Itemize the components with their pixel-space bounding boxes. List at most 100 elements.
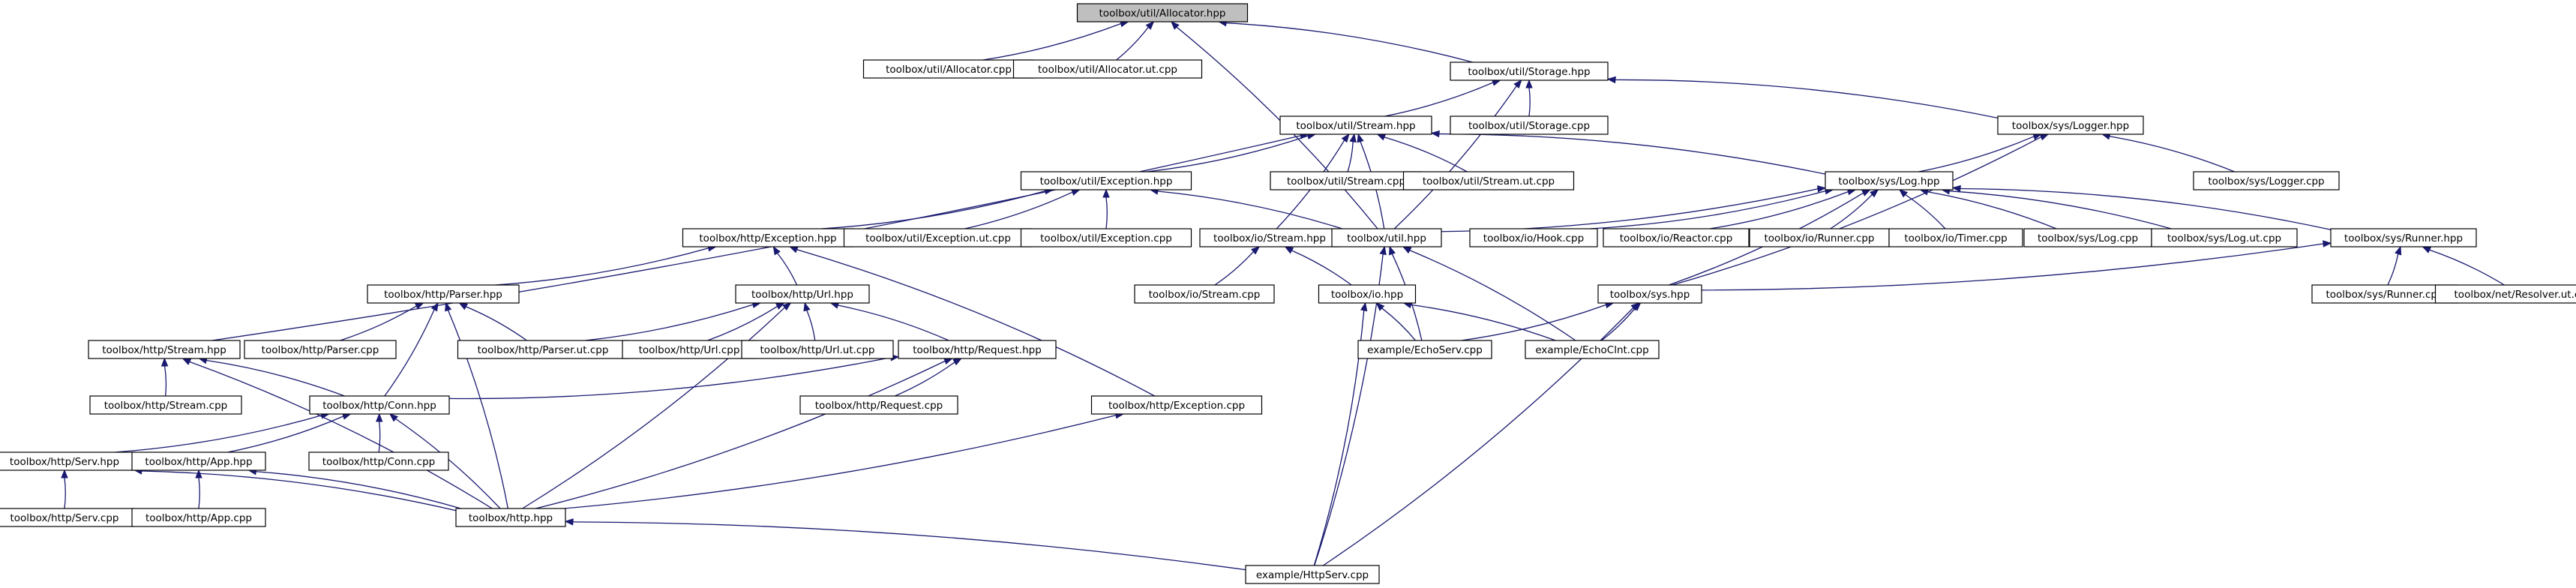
node-box[interactable] xyxy=(2151,228,2298,248)
node-io-stream-hpp[interactable]: toolbox/io/Stream.hpp xyxy=(1199,228,1340,248)
edge-line xyxy=(894,362,955,397)
node-sys-runner-cpp[interactable]: toolbox/sys/Runner.cpp xyxy=(2311,284,2458,304)
node-box[interactable] xyxy=(88,340,241,359)
node-box[interactable] xyxy=(1469,228,1598,248)
node-box[interactable] xyxy=(1603,228,1750,248)
node-util-hpp[interactable]: toolbox/util.hpp xyxy=(1331,228,1442,248)
node-http-stream-cpp[interactable]: toolbox/http/Stream.cpp xyxy=(89,395,242,415)
node-box[interactable] xyxy=(2434,284,2576,304)
node-request-hpp[interactable]: toolbox/http/Request.hpp xyxy=(898,340,1057,359)
node-box[interactable] xyxy=(1597,284,1702,304)
node-exc-hpp[interactable]: toolbox/util/Exception.hpp xyxy=(1020,171,1192,190)
node-box[interactable] xyxy=(1020,228,1192,248)
node-box[interactable] xyxy=(898,340,1057,359)
node-hook-cpp[interactable]: toolbox/io/Hook.cpp xyxy=(1469,228,1598,248)
node-box[interactable] xyxy=(1318,284,1417,304)
node-box[interactable] xyxy=(0,452,135,471)
node-parser-ut[interactable]: toolbox/http/Parser.ut.cpp xyxy=(457,340,629,359)
node-label: toolbox/http.hpp xyxy=(469,512,553,524)
node-box[interactable] xyxy=(1090,395,1263,415)
arrowhead-icon xyxy=(1102,188,1110,198)
node-box[interactable] xyxy=(862,59,1035,79)
node-box[interactable] xyxy=(1279,116,1432,135)
node-box[interactable] xyxy=(1749,228,1890,248)
node-echoserv[interactable]: example/EchoServ.cpp xyxy=(1357,340,1492,359)
node-alloc-cpp[interactable]: toolbox/util/Allocator.cpp xyxy=(862,59,1035,79)
node-parser-cpp[interactable]: toolbox/http/Parser.cpp xyxy=(244,340,397,359)
node-url-ut[interactable]: toolbox/http/Url.ut.cpp xyxy=(741,340,894,359)
node-reactor-cpp[interactable]: toolbox/io/Reactor.cpp xyxy=(1603,228,1750,248)
node-resolver-ut[interactable]: toolbox/net/Resolver.ut.cpp xyxy=(2434,284,2576,304)
node-http-hpp[interactable]: toolbox/http.hpp xyxy=(455,508,566,527)
node-box[interactable] xyxy=(244,340,397,359)
node-box[interactable] xyxy=(1450,116,1609,135)
node-box[interactable] xyxy=(1825,171,1954,190)
node-exc-ut[interactable]: toolbox/util/Exception.ut.cpp xyxy=(843,228,1033,248)
node-serv-hpp[interactable]: toolbox/http/Serv.hpp xyxy=(0,452,135,471)
edge-line xyxy=(1411,304,1556,341)
node-timer-cpp[interactable]: toolbox/io/Timer.cpp xyxy=(1888,228,2023,248)
node-box[interactable] xyxy=(1331,228,1442,248)
node-box[interactable] xyxy=(1012,59,1203,79)
node-box[interactable] xyxy=(735,284,870,304)
node-log-ut[interactable]: toolbox/sys/Log.ut.cpp xyxy=(2151,228,2298,248)
node-io-runner-cpp[interactable]: toolbox/io/Runner.cpp xyxy=(1749,228,1890,248)
node-box[interactable] xyxy=(1450,62,1609,81)
node-box[interactable] xyxy=(799,395,958,415)
node-url-cpp[interactable]: toolbox/http/Url.cpp xyxy=(622,340,757,359)
node-box[interactable] xyxy=(1357,340,1492,359)
node-box[interactable] xyxy=(1076,3,1249,22)
node-storage-cpp[interactable]: toolbox/util/Storage.cpp xyxy=(1450,116,1609,135)
node-log-cpp[interactable]: toolbox/sys/Log.cpp xyxy=(2023,228,2152,248)
edge-line xyxy=(2429,249,2505,286)
node-stream-ut[interactable]: toolbox/util/Stream.ut.cpp xyxy=(1402,171,1575,190)
node-app-hpp[interactable]: toolbox/http/App.hpp xyxy=(131,452,266,471)
node-conn-hpp[interactable]: toolbox/http/Conn.hpp xyxy=(309,395,450,415)
node-box[interactable] xyxy=(843,228,1033,248)
node-box[interactable] xyxy=(309,395,450,415)
node-box[interactable] xyxy=(1997,116,2144,135)
node-sys-hpp[interactable]: toolbox/sys.hpp xyxy=(1597,284,1702,304)
node-url-hpp[interactable]: toolbox/http/Url.hpp xyxy=(735,284,870,304)
node-box[interactable] xyxy=(1402,171,1575,190)
node-box[interactable] xyxy=(622,340,757,359)
node-box[interactable] xyxy=(367,284,520,304)
node-alloc-ut[interactable]: toolbox/util/Allocator.ut.cpp xyxy=(1012,59,1203,79)
node-io-stream-cpp[interactable]: toolbox/io/Stream.cpp xyxy=(1134,284,1275,304)
node-storage-hpp[interactable]: toolbox/util/Storage.hpp xyxy=(1450,62,1609,81)
node-httpserv[interactable]: example/HttpServ.cpp xyxy=(1245,565,1380,584)
node-parser-hpp[interactable]: toolbox/http/Parser.hpp xyxy=(367,284,520,304)
node-box[interactable] xyxy=(131,452,266,471)
node-stream-hpp[interactable]: toolbox/util/Stream.hpp xyxy=(1279,116,1432,135)
node-exc-cpp[interactable]: toolbox/util/Exception.cpp xyxy=(1020,228,1192,248)
node-http-exc-cpp[interactable]: toolbox/http/Exception.cpp xyxy=(1090,395,1263,415)
node-label: toolbox/http/Parser.ut.cpp xyxy=(478,344,609,356)
node-box[interactable] xyxy=(2311,284,2458,304)
node-conn-cpp[interactable]: toolbox/http/Conn.cpp xyxy=(308,452,449,471)
node-echoclnt[interactable]: example/EchoClnt.cpp xyxy=(1525,340,1660,359)
node-box[interactable] xyxy=(1888,228,2023,248)
node-box[interactable] xyxy=(308,452,449,471)
node-serv-cpp[interactable]: toolbox/http/Serv.cpp xyxy=(0,508,135,527)
node-logger-cpp[interactable]: toolbox/sys/Logger.cpp xyxy=(2193,171,2340,190)
node-box[interactable] xyxy=(2193,171,2340,190)
node-box[interactable] xyxy=(741,340,894,359)
node-logger-hpp[interactable]: toolbox/sys/Logger.hpp xyxy=(1997,116,2144,135)
node-request-cpp[interactable]: toolbox/http/Request.cpp xyxy=(799,395,958,415)
node-io-hpp[interactable]: toolbox/io.hpp xyxy=(1318,284,1417,304)
node-runner-hpp[interactable]: toolbox/sys/Runner.hpp xyxy=(2330,228,2477,248)
node-box[interactable] xyxy=(131,508,266,527)
node-box[interactable] xyxy=(89,395,242,415)
node-box[interactable] xyxy=(1525,340,1660,359)
node-alloc-hpp[interactable]: toolbox/util/Allocator.hpp xyxy=(1076,3,1249,22)
node-log-hpp[interactable]: toolbox/sys/Log.hpp xyxy=(1825,171,1954,190)
node-stream-cpp[interactable]: toolbox/util/Stream.cpp xyxy=(1270,171,1423,190)
node-http-exc-hpp[interactable]: toolbox/http/Exception.hpp xyxy=(682,228,854,248)
node-app-cpp[interactable]: toolbox/http/App.cpp xyxy=(131,508,266,527)
node-box[interactable] xyxy=(2330,228,2477,248)
node-http-stream-hpp[interactable]: toolbox/http/Stream.hpp xyxy=(88,340,241,359)
node-box[interactable] xyxy=(1245,565,1380,584)
node-box[interactable] xyxy=(455,508,566,527)
node-box[interactable] xyxy=(1134,284,1275,304)
node-box[interactable] xyxy=(1020,171,1192,190)
